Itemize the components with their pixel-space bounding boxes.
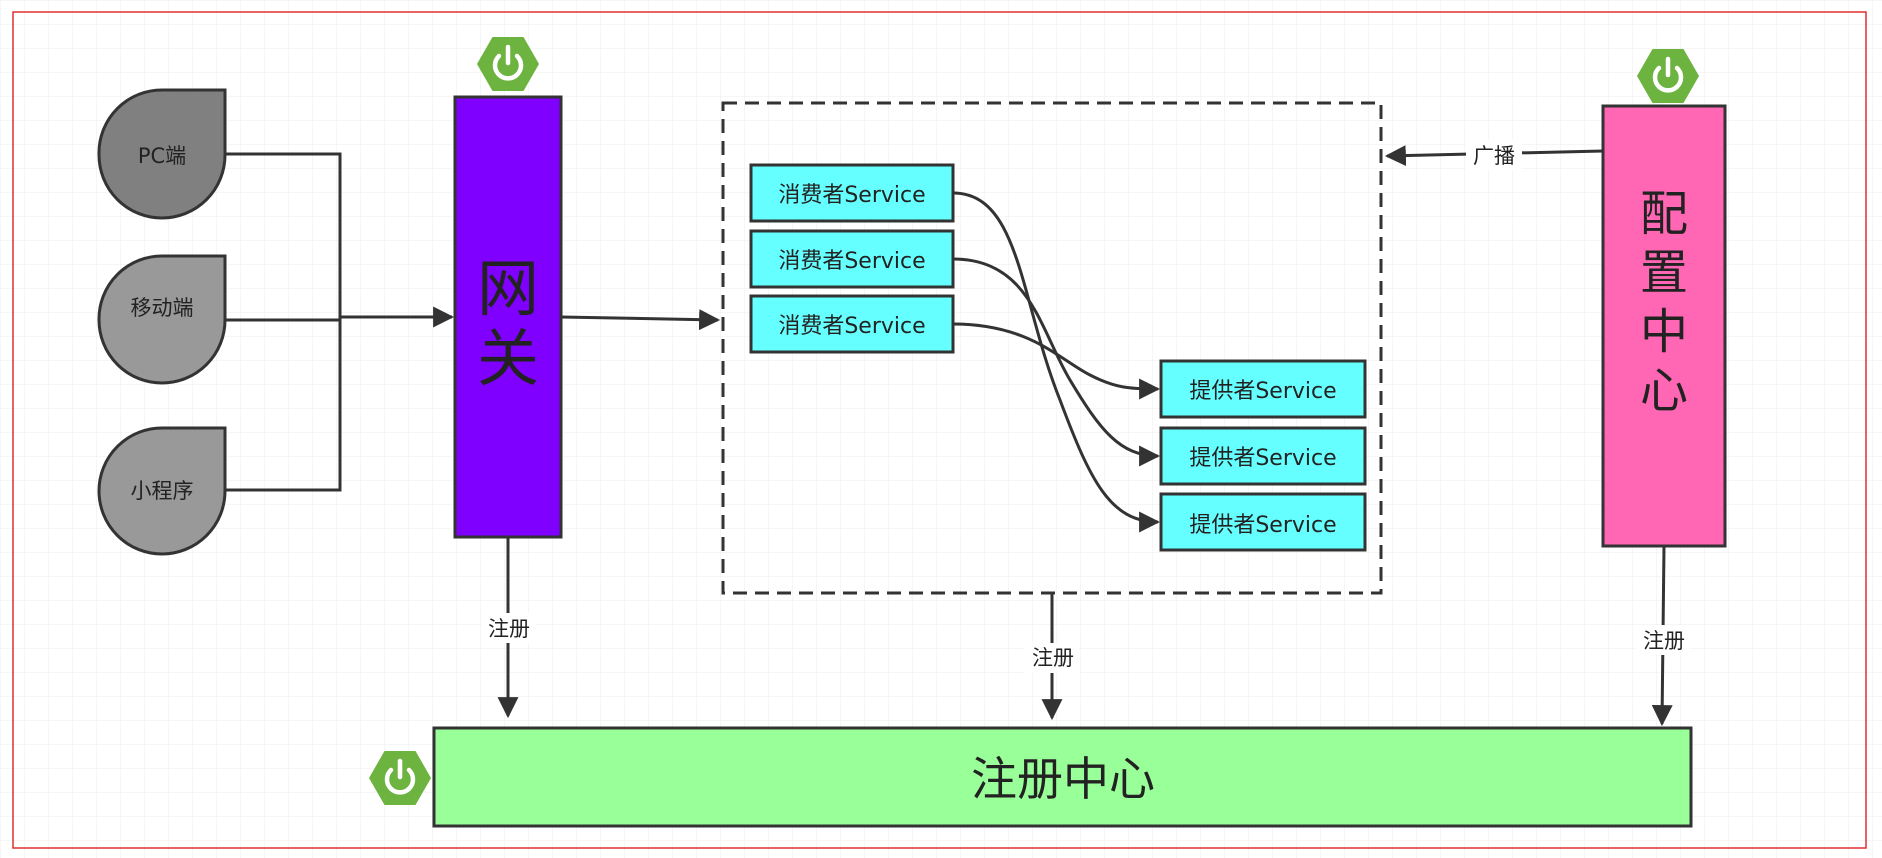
client-label: 小程序 <box>131 479 194 503</box>
consumer-service: 消费者Service <box>749 229 955 289</box>
config-center-box: 配 置 中 心 <box>1601 104 1727 548</box>
client-mobile: 移动端 <box>97 254 227 385</box>
gateway-label-2: 关 <box>477 322 539 395</box>
client-label: PC端 <box>138 144 186 168</box>
registry-label: 注册中心 <box>971 752 1155 806</box>
register-label-config: 注册 <box>1643 629 1685 653</box>
spring-power-icon <box>477 37 539 91</box>
client-label: 移动端 <box>131 296 194 320</box>
provider-service: 提供者Service <box>1159 492 1367 552</box>
config-label-2: 置 <box>1640 245 1688 301</box>
register-label-bg <box>1636 625 1690 655</box>
consumer-label: 消费者Service <box>778 183 925 208</box>
gateway-to-services-arrow <box>560 309 721 331</box>
canvas-border <box>12 11 1867 849</box>
config-label-4: 心 <box>1640 363 1688 419</box>
gateway-label-1: 网 <box>477 252 539 325</box>
provider-service: 提供者Service <box>1159 426 1367 486</box>
broadcast-label-bg <box>1466 140 1522 170</box>
register-label-services: 注册 <box>1032 646 1074 670</box>
broadcast-label: 广播 <box>1473 144 1515 168</box>
call-curves <box>952 191 1161 533</box>
client-miniprogram: 小程序 <box>97 426 227 556</box>
consumer-label: 消费者Service <box>778 249 925 274</box>
provider-label: 提供者Service <box>1189 513 1336 538</box>
spring-power-icon <box>369 751 431 805</box>
provider-service: 提供者Service <box>1159 359 1367 419</box>
config-label-1: 配 <box>1640 186 1688 242</box>
consumer-service: 消费者Service <box>749 163 955 223</box>
gateway-box: 网 关 <box>453 95 563 539</box>
consumer-service: 消费者Service <box>749 294 955 354</box>
client-pc: PC端 <box>97 88 227 220</box>
spring-power-icon <box>1637 49 1699 103</box>
consumer-label: 消费者Service <box>778 314 925 339</box>
config-label-3: 中 <box>1640 304 1688 360</box>
register-label-bg <box>482 613 536 643</box>
register-label-gateway: 注册 <box>488 617 530 641</box>
registry-box: 注册中心 <box>432 726 1693 828</box>
provider-label: 提供者Service <box>1189 446 1336 471</box>
register-label-bg <box>1025 643 1079 673</box>
provider-label: 提供者Service <box>1189 379 1336 404</box>
client-connectors <box>225 152 455 492</box>
